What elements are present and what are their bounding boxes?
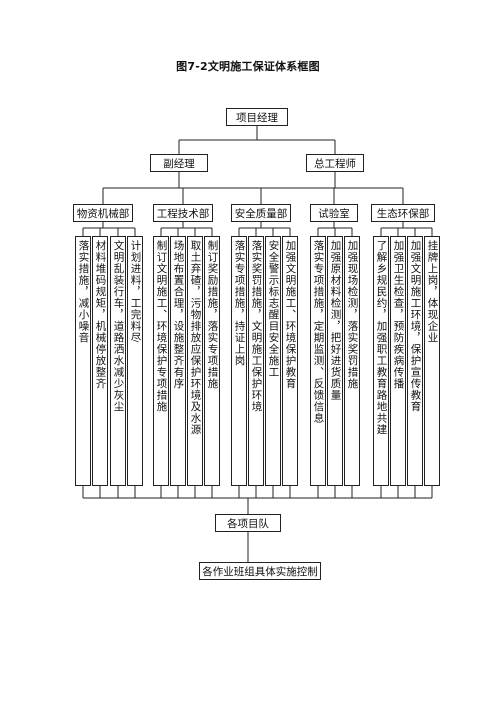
box-project-manager: 项目经理 xyxy=(226,108,288,126)
measure-column: 计划进料，工完料尽 xyxy=(127,236,143,486)
diagram-title: 图7-2文明施工保证体系框图 xyxy=(176,60,320,73)
measure-text: 文明乱装行车，道路洒水减少灰尘 xyxy=(112,240,125,413)
box-dept-materials: 物资机械部 xyxy=(73,204,133,222)
box-work-groups: 各作业班组具体实施控制 xyxy=(199,562,321,580)
measure-column: 制订奖励措施，落实专项措施 xyxy=(204,236,220,486)
measure-text: 落实奖罚措施，文明施工保护环境 xyxy=(250,240,263,413)
box-dept-safety-quality: 安全质量部 xyxy=(231,204,291,222)
measure-text: 加强现场检测，落实奖罚措施 xyxy=(346,240,359,390)
measure-text: 加强卫生检查，预防疾病传播 xyxy=(392,240,405,390)
measure-column: 落实专项措施，持证上岗 xyxy=(231,236,247,486)
measure-text: 计划进料，工完料尽 xyxy=(129,240,142,344)
box-deputy-manager: 副经理 xyxy=(150,154,208,172)
measure-column: 落实专项措施，定期监测、反馈信息 xyxy=(310,236,326,486)
measure-text: 制订文明施工、环境保护专项措施 xyxy=(155,240,168,413)
measure-text: 加强原材料检测，把好进货质量 xyxy=(329,240,342,401)
measure-text: 取土弃碴，污物排放应保护环境及水源 xyxy=(189,240,202,436)
measure-column: 安全警示标志醒目安全施工 xyxy=(265,236,281,486)
measure-text: 了解乡规民约，加强职工教育路地共建 xyxy=(375,240,388,436)
measure-text: 材料堆码规矩，机械停放整齐 xyxy=(94,240,107,390)
measure-column: 落实奖罚措施，文明施工保护环境 xyxy=(248,236,264,486)
measure-column: 落实措施，减小噪音 xyxy=(75,236,91,486)
measure-column: 加强文明施工环境，保护宣传教育 xyxy=(407,236,423,486)
box-project-teams: 各项目队 xyxy=(215,514,281,532)
measure-column: 材料堆码规矩，机械停放整齐 xyxy=(92,236,108,486)
measure-column: 挂牌上岗，体现企业 xyxy=(424,236,440,486)
box-dept-engineering: 工程技术部 xyxy=(153,204,213,222)
measure-column: 取土弃碴，污物排放应保护环境及水源 xyxy=(187,236,203,486)
measure-text: 安全警示标志醒目安全施工 xyxy=(267,240,280,378)
measure-column: 加强原材料检测，把好进货质量 xyxy=(327,236,343,486)
measure-text: 场地布置合理，设施整齐有序 xyxy=(172,240,185,390)
measure-text: 挂牌上岗，体现企业 xyxy=(426,240,439,344)
measure-text: 加强文明施工、环境保护教育 xyxy=(284,240,297,390)
measure-text: 落实措施，减小噪音 xyxy=(77,240,90,344)
box-dept-laboratory: 试验室 xyxy=(310,204,358,222)
measure-text: 落实专项措施，持证上岗 xyxy=(233,240,246,367)
measure-column: 场地布置合理，设施整齐有序 xyxy=(170,236,186,486)
measure-column: 制订文明施工、环境保护专项措施 xyxy=(153,236,169,486)
measure-column: 加强卫生检查，预防疾病传播 xyxy=(390,236,406,486)
measure-column: 加强文明施工、环境保护教育 xyxy=(282,236,298,486)
box-chief-engineer: 总工程师 xyxy=(306,154,364,172)
measure-column: 文明乱装行车，道路洒水减少灰尘 xyxy=(110,236,126,486)
box-dept-ecology: 生态环保部 xyxy=(371,204,435,222)
measure-column: 加强现场检测，落实奖罚措施 xyxy=(344,236,360,486)
measure-column: 了解乡规民约，加强职工教育路地共建 xyxy=(373,236,389,486)
measure-text: 加强文明施工环境，保护宣传教育 xyxy=(409,240,422,413)
measure-text: 制订奖励措施，落实专项措施 xyxy=(206,240,219,390)
measure-text: 落实专项措施，定期监测、反馈信息 xyxy=(312,240,325,424)
